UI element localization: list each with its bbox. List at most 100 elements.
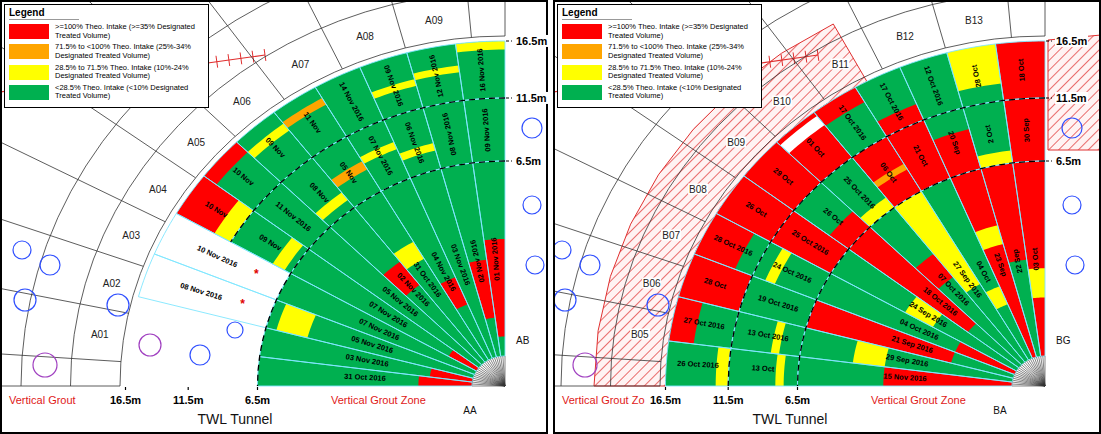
date-label: 30 Sep [1022,118,1032,143]
dimension-label: 6.5m [1055,155,1082,167]
date-label: 09 Nov [258,234,283,254]
dimension-leader [506,40,512,41]
zone-label: Vertical Grout Zo [561,394,646,406]
grout-hole [107,294,129,316]
legend-text: 71.5% to <100% Theo. Intake (25%-34% Des… [55,43,195,60]
date-label: 21 Oct [911,144,929,168]
legend-row: <28.5% Theo. Intake (<10% Designated Tre… [9,84,204,101]
date-label: 28 Oct 2016 [712,234,753,259]
distance-arc [258,161,506,386]
cell-border [204,142,281,211]
date-label: 11 Nov 2016 [273,200,312,233]
legend-title: Legend [9,7,79,20]
cell-border [744,142,821,211]
grout-hole [554,289,576,311]
panel-label: A06 [232,96,252,107]
panel-label: A01 [90,329,110,340]
legend-text: <28.5% Theo. Intake (<10% Designated Tre… [608,84,748,101]
panel-label: A05 [186,136,206,147]
intake-band [276,304,316,338]
panel-label: A07 [290,58,310,69]
intake-cell [728,348,799,386]
grout-hole [139,334,161,356]
zone-label: Vertical Grout Zone [870,394,967,406]
legend-row: >=100% Theo. Intake (>=35% Designated Tr… [562,23,757,40]
legend-text: <28.5% Theo. Intake (<10% Designated Tre… [55,84,195,101]
panel-label: A03 [121,229,141,240]
date-label: 18 Oct [1017,58,1027,81]
segment-line [846,1,946,48]
dimension-leader [665,387,666,392]
date-label: 11 Nov [301,111,322,135]
date-label: 26 Oct [821,207,844,228]
legend-box: Legend >=100% Theo. Intake (>=35% Designa… [4,4,209,108]
intake-cell [138,254,276,328]
drill-lines [472,356,505,386]
date-label: 08 Nov 2016 [441,112,458,156]
grout-hole [190,345,210,365]
cell-border [666,341,731,386]
date-label: 28 Oct [703,277,727,292]
legend-text: 28.5% to 71.5% Theo. Intake (10%-24% Des… [608,64,748,81]
segment-grid [1,1,505,386]
drill-line [473,380,505,386]
date-label: 10 Nov [231,166,255,188]
date-label: 01 Nov 2016 [490,237,501,281]
date-label: 03 Nov 2016 [345,353,389,369]
date-label: 09 Nov 2016 [481,108,492,152]
cell-border [716,176,793,242]
date-label: 22 Sep [1011,248,1024,273]
cell-border [995,41,1045,100]
legend-row: <28.5% Theo. Intake (<10% Designated Tre… [562,84,757,101]
cell-border [138,254,276,328]
grout-hole [1066,256,1084,274]
grout-hole [522,118,542,138]
lining-tick [781,54,783,66]
segment-line [1045,1,1046,36]
cell-border [800,328,1014,382]
segment-line [554,147,683,267]
cell-border [947,44,1004,108]
intake-band [775,354,786,386]
segment-grid [554,1,1045,386]
asterisk-mark: * [240,298,245,311]
dimension-label: 6.5m [784,394,811,406]
dimension-leader [1046,97,1052,98]
dimension-leader [125,387,126,392]
segment-line [554,337,661,361]
drill-line [1012,384,1045,386]
dimension-label: 16.5m [1055,35,1088,47]
panel-label: B11 [831,58,850,69]
date-label: 03 Oct [1031,247,1041,270]
panel-label: A08 [355,31,375,42]
distance-arc [728,98,1045,386]
legend-swatch [9,24,49,39]
dimension-label: 16.5m [109,394,142,406]
lining-tick [252,51,254,63]
legend-swatch [562,24,602,39]
cell-border [728,348,799,386]
date-label: 27 Oct 2016 [682,316,725,332]
legend-swatch [562,44,602,59]
cell-border [870,207,1025,364]
date-label: 31 Oct 2016 [344,372,386,383]
dimension-leader [506,97,512,98]
dimension-label: 16.5m [649,394,682,406]
intake-band [798,357,885,386]
date-label: 15 Nov 2016 [883,372,927,383]
segment-line [1,1,235,136]
distance-arc [798,161,1046,386]
distance-arc [231,98,505,242]
cell-border [384,108,441,178]
segment-line [1,337,121,361]
dimension-leader [1046,40,1052,41]
intake-cell [995,41,1045,100]
date-label: 25 Oct 2016 [790,229,830,258]
legend-row: >=100% Theo. Intake (>=35% Designated Tr… [9,23,204,40]
date-label: 17 Oct 2016 [836,104,867,142]
cell-border [410,169,496,359]
date-label: 12 Oct 2016 [922,65,944,107]
cell-border [814,87,887,157]
grout-hole [647,294,669,316]
